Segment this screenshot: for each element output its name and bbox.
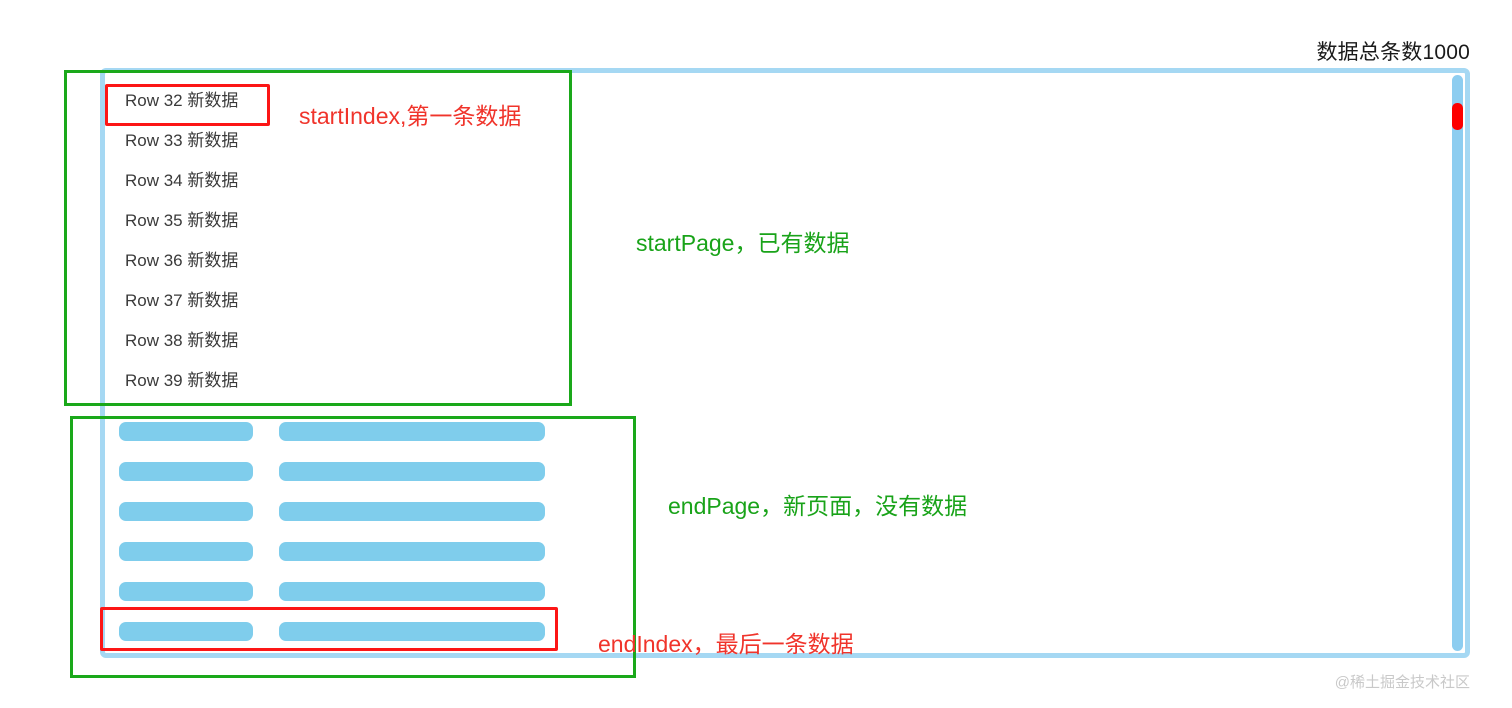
skeleton-bar-short [119, 541, 253, 561]
skeleton-bar-short [119, 461, 253, 481]
loaded-row-list: Row 32 新数据 Row 33 新数据 Row 34 新数据 Row 35 … [119, 81, 619, 401]
annotation-label-end-index: endIndex，最后一条数据 [598, 631, 854, 657]
total-count-label: 数据总条数1000 [1316, 41, 1470, 64]
list-item[interactable]: Row 36 新数据 [125, 251, 239, 270]
skeleton-placeholder-list [119, 411, 579, 653]
skeleton-bar-long [279, 541, 545, 561]
skeleton-bar-long [279, 621, 545, 641]
skeleton-bar-short [119, 501, 253, 521]
list-item[interactable]: Row 37 新数据 [125, 291, 239, 310]
annotation-label-start-page: startPage，已有数据 [636, 230, 850, 256]
annotation-label-start-index: startIndex,第一条数据 [299, 103, 522, 129]
vertical-scrollbar-thumb[interactable] [1452, 103, 1463, 130]
skeleton-bar-long [279, 421, 545, 441]
skeleton-bar-short [119, 421, 253, 441]
list-item[interactable]: Row 33 新数据 [125, 131, 239, 150]
virtual-scroll-container[interactable]: Row 32 新数据 Row 33 新数据 Row 34 新数据 Row 35 … [100, 68, 1470, 658]
list-item[interactable]: Row 35 新数据 [125, 211, 239, 230]
list-item[interactable]: Row 39 新数据 [125, 371, 239, 390]
skeleton-row [119, 651, 579, 653]
skeleton-row [119, 611, 579, 651]
skeleton-row [119, 451, 579, 491]
list-item[interactable]: Row 34 新数据 [125, 171, 239, 190]
skeleton-row [119, 411, 579, 451]
skeleton-bar-long [279, 461, 545, 481]
skeleton-bar-short [119, 621, 253, 641]
skeleton-row [119, 571, 579, 611]
skeleton-bar-short [119, 581, 253, 601]
list-item[interactable]: Row 32 新数据 [125, 91, 239, 110]
scroll-viewport[interactable]: Row 32 新数据 Row 33 新数据 Row 34 新数据 Row 35 … [105, 73, 1465, 653]
annotation-label-end-page: endPage，新页面，没有数据 [668, 493, 968, 519]
skeleton-bar-long [279, 581, 545, 601]
vertical-scrollbar-track[interactable] [1452, 75, 1463, 651]
watermark: @稀土掘金技术社区 [1334, 674, 1470, 691]
skeleton-row [119, 491, 579, 531]
list-item[interactable]: Row 38 新数据 [125, 331, 239, 350]
skeleton-row [119, 531, 579, 571]
skeleton-bar-long [279, 501, 545, 521]
